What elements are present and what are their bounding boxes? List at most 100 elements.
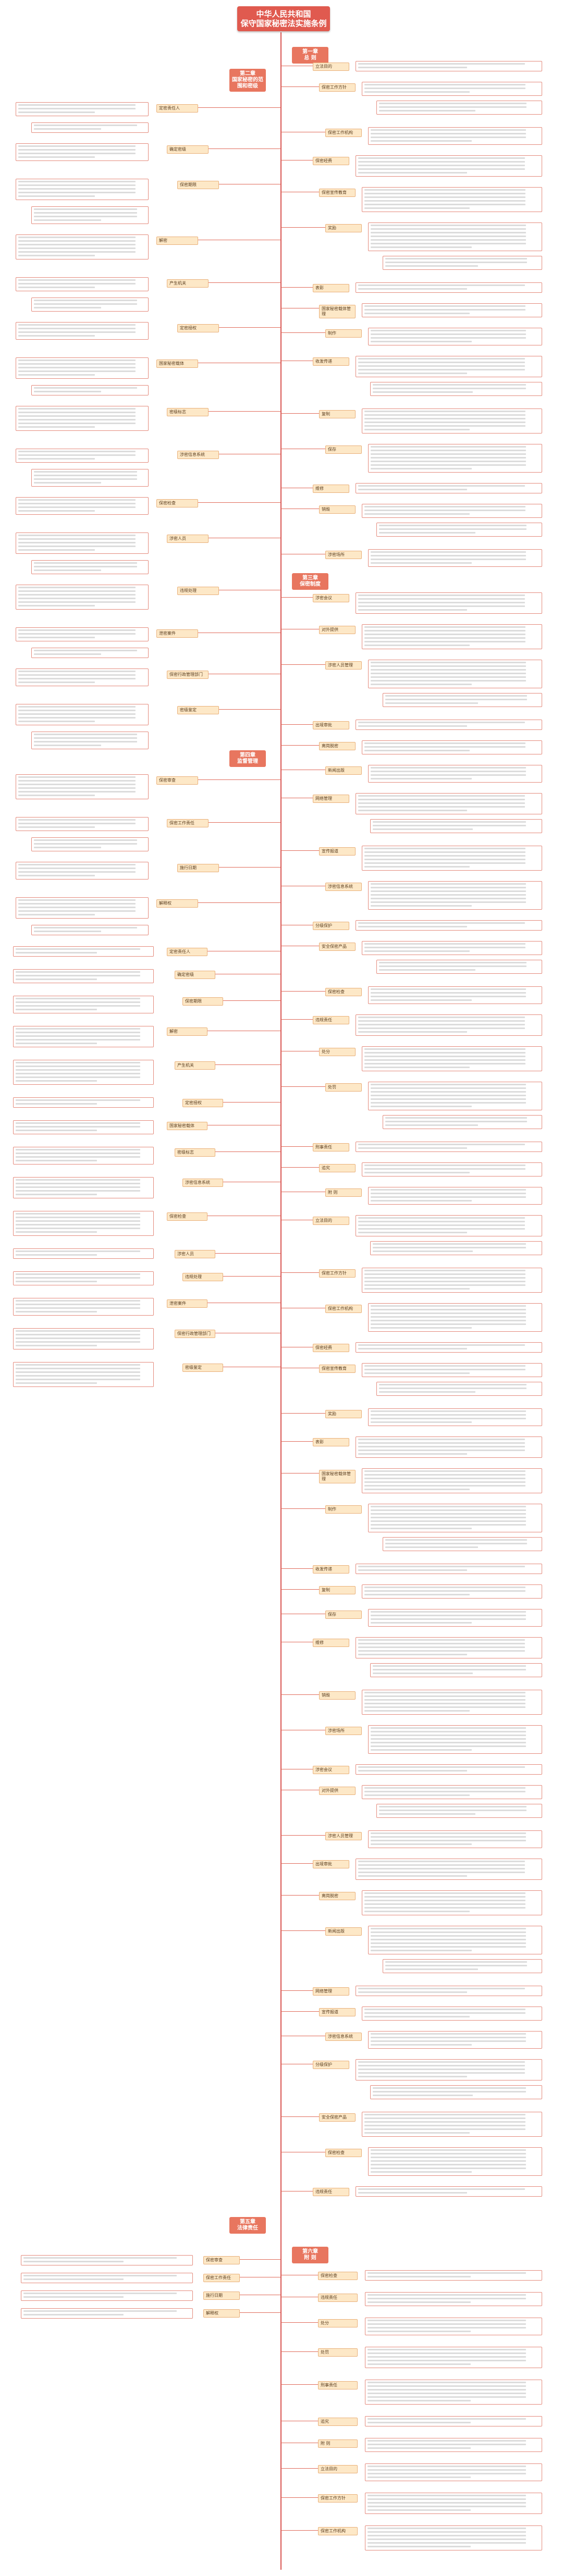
topic-left[interactable]: 解密 [167, 1027, 207, 1036]
topic-left[interactable]: 保密期限 [182, 997, 223, 1006]
topic-right[interactable]: 立法目的 [313, 1217, 349, 1225]
topic-left[interactable]: 密级标志 [175, 1148, 215, 1157]
topic-right[interactable]: 涉密人员管理 [325, 661, 362, 670]
topic-right[interactable]: 复制 [319, 410, 356, 418]
topic-right[interactable]: 保密工作方针 [319, 83, 356, 92]
chapter-1[interactable]: 第一章 总 则 [292, 47, 328, 64]
topic-right[interactable]: 刑事责任 [313, 1143, 349, 1151]
topic-left[interactable]: 确定密级 [167, 145, 209, 154]
topic-right[interactable]: 保密检查 [318, 2272, 358, 2280]
topic-left[interactable]: 密级标志 [167, 408, 209, 416]
chapter-6[interactable]: 第六章 附 则 [292, 2247, 328, 2263]
topic-left[interactable]: 涉密信息系统 [177, 451, 219, 459]
topic-right[interactable]: 保密工作方针 [318, 2494, 358, 2503]
topic-right[interactable]: 分级保护 [313, 2061, 349, 2069]
topic-right[interactable]: 保密工作机构 [325, 129, 362, 137]
topic-right[interactable]: 追究 [319, 1164, 356, 1172]
topic-right[interactable]: 涉密会议 [313, 594, 349, 602]
chapter-3[interactable]: 第三章 保密制度 [292, 573, 328, 590]
topic-right[interactable]: 涉密人员管理 [325, 1832, 362, 1840]
topic-left[interactable]: 违规处理 [177, 587, 219, 595]
topic-right[interactable]: 保存 [325, 445, 362, 454]
topic-right[interactable]: 表彰 [313, 284, 349, 292]
topic-right[interactable]: 涉密场所 [325, 1727, 362, 1735]
topic-left[interactable]: 违规处理 [182, 1273, 223, 1281]
topic-right[interactable]: 保存 [325, 1611, 362, 1619]
topic-left[interactable]: 产生机关 [167, 279, 209, 288]
topic-right[interactable]: 保密工作机构 [325, 1305, 362, 1313]
topic-right[interactable]: 国家秘密载体管理 [319, 305, 356, 318]
topic-right[interactable]: 国家秘密载体管理 [319, 1470, 356, 1483]
chapter-4[interactable]: 第四章 监督管理 [229, 750, 266, 767]
topic-left[interactable]: 泄密案件 [167, 1299, 207, 1308]
topic-left[interactable]: 保密工作责任 [203, 2274, 240, 2282]
topic-right[interactable]: 保密宣传教育 [319, 1365, 356, 1373]
topic-right[interactable]: 保密经费 [313, 1344, 349, 1352]
topic-left[interactable]: 泄密案件 [156, 629, 198, 638]
topic-right[interactable]: 涉密信息系统 [325, 883, 362, 891]
topic-right[interactable]: 奖励 [325, 224, 362, 232]
topic-left[interactable]: 国家秘密载体 [156, 360, 198, 368]
topic-left[interactable]: 密级鉴定 [182, 1364, 223, 1372]
topic-left[interactable]: 密级鉴定 [177, 706, 219, 714]
topic-right[interactable]: 宣传报道 [319, 847, 356, 856]
topic-right[interactable]: 涉密信息系统 [325, 2033, 362, 2041]
chapter-5[interactable]: 第五章 法律责任 [229, 2217, 266, 2234]
topic-right[interactable]: 保密检查 [325, 2149, 362, 2157]
topic-left[interactable]: 施行日期 [177, 864, 219, 872]
topic-left[interactable]: 保密工作责任 [167, 819, 209, 827]
topic-right[interactable]: 处罚 [318, 2348, 358, 2357]
topic-right[interactable]: 附 则 [318, 2439, 358, 2448]
topic-right[interactable]: 保密宣传教育 [319, 189, 356, 197]
topic-right[interactable]: 出境审批 [313, 1860, 349, 1868]
topic-right[interactable]: 网络管理 [313, 795, 349, 803]
topic-left[interactable]: 解释权 [203, 2309, 240, 2318]
topic-right[interactable]: 保密经费 [313, 157, 349, 165]
topic-right[interactable]: 复制 [319, 1586, 356, 1594]
topic-right[interactable]: 宣传报道 [319, 2008, 356, 2016]
topic-right[interactable]: 立法目的 [318, 2465, 358, 2473]
topic-right[interactable]: 处罚 [325, 1083, 362, 1092]
topic-right[interactable]: 涉密场所 [325, 551, 362, 559]
topic-right[interactable]: 制作 [325, 1505, 362, 1514]
topic-right[interactable]: 对外提供 [319, 1787, 356, 1795]
topic-left[interactable]: 定密责任人 [167, 948, 207, 956]
topic-right[interactable]: 涉密会议 [313, 1766, 349, 1774]
topic-right[interactable]: 安全保密产品 [319, 2113, 356, 2122]
chapter-2[interactable]: 第二章 国家秘密的范围和密级 [229, 69, 266, 92]
topic-right[interactable]: 收发传递 [313, 1565, 349, 1574]
topic-right[interactable]: 离岗脱密 [319, 742, 356, 750]
topic-right[interactable]: 维修 [313, 485, 349, 493]
topic-right[interactable]: 附 则 [325, 1188, 362, 1197]
topic-right[interactable]: 分级保护 [313, 922, 349, 930]
topic-left[interactable]: 解释权 [156, 899, 198, 908]
topic-right[interactable]: 制作 [325, 329, 362, 338]
topic-left[interactable]: 确定密级 [175, 971, 215, 979]
topic-right[interactable]: 新闻出版 [325, 1927, 362, 1936]
topic-left[interactable]: 产生机关 [175, 1061, 215, 1070]
topic-left[interactable]: 涉密人员 [167, 535, 209, 543]
topic-right[interactable]: 新闻出版 [325, 766, 362, 775]
topic-right[interactable]: 销毁 [319, 505, 356, 514]
topic-left[interactable]: 施行日期 [203, 2292, 240, 2300]
topic-right[interactable]: 违规责任 [313, 1016, 349, 1024]
topic-right[interactable]: 离岗脱密 [319, 1892, 356, 1900]
topic-right[interactable]: 违规责任 [313, 2188, 349, 2196]
topic-left[interactable]: 涉密人员 [175, 1250, 215, 1258]
topic-left[interactable]: 保密期限 [177, 181, 219, 189]
topic-left[interactable]: 保密审查 [203, 2256, 240, 2264]
topic-right[interactable]: 处分 [318, 2319, 358, 2327]
topic-right[interactable]: 奖励 [325, 1410, 362, 1418]
topic-right[interactable]: 网络管理 [313, 1987, 349, 1996]
topic-right[interactable]: 保密工作机构 [318, 2527, 358, 2535]
topic-right[interactable]: 追究 [318, 2418, 358, 2426]
topic-left[interactable]: 保密检查 [156, 499, 198, 507]
topic-left[interactable]: 保密行政管理部门 [167, 671, 209, 679]
topic-left[interactable]: 保密行政管理部门 [175, 1330, 215, 1338]
topic-right[interactable]: 保密检查 [325, 988, 362, 996]
topic-right[interactable]: 保密工作方针 [319, 1269, 356, 1278]
topic-left[interactable]: 定密授权 [177, 324, 219, 332]
topic-right[interactable]: 立法目的 [313, 63, 349, 71]
topic-left[interactable]: 涉密信息系统 [182, 1179, 223, 1187]
topic-right[interactable]: 出境审批 [313, 721, 349, 729]
